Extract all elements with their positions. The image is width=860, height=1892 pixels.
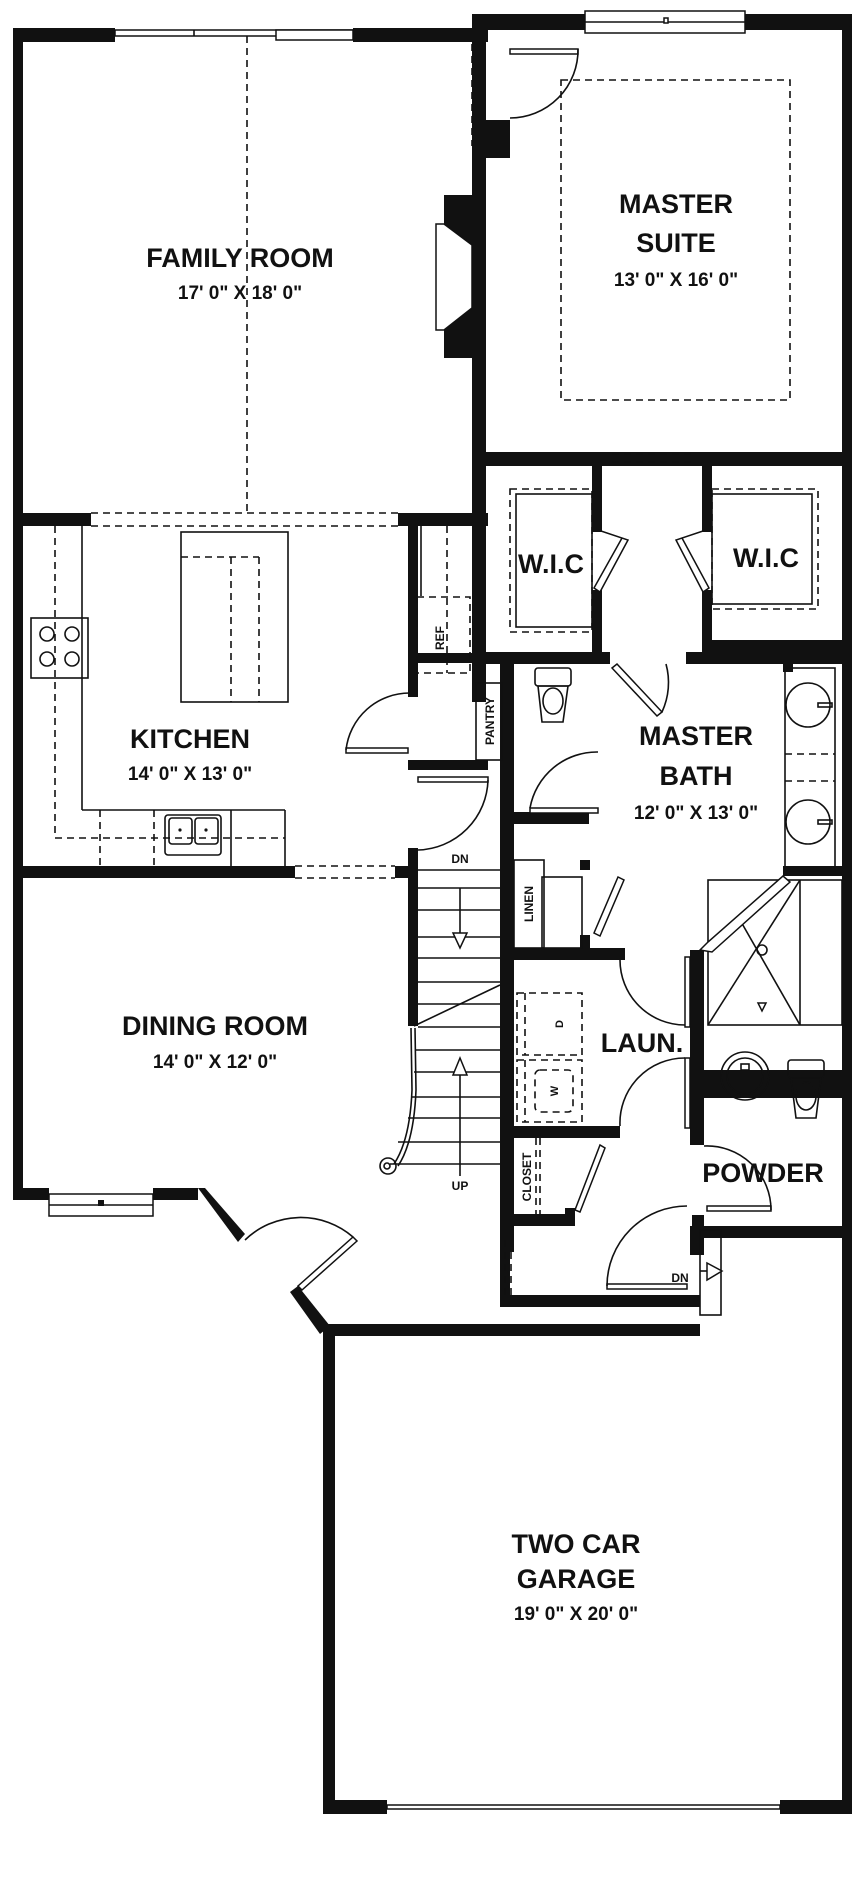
stairs-down-label: DN <box>451 852 468 866</box>
master-bath-label-line1: MASTER <box>639 721 753 751</box>
doors <box>244 48 772 1292</box>
garage-step-down-label: DN <box>671 1271 688 1285</box>
master-suite-label-line1: MASTER <box>619 189 733 219</box>
ref-label: REF <box>433 626 447 650</box>
fixture-labels: REF PANTRY LINEN CLOSET D W DN UP DN <box>433 626 689 1285</box>
wic-left-label: W.I.C <box>518 549 584 579</box>
powder-label: POWDER <box>702 1158 824 1188</box>
wic-right-label: W.I.C <box>733 543 799 573</box>
kitchen-fixtures <box>30 526 471 866</box>
washer-label: W <box>549 1085 561 1096</box>
dryer-label: D <box>554 1020 566 1028</box>
kitchen-label: KITCHEN <box>130 724 250 754</box>
pantry-label: PANTRY <box>483 697 497 745</box>
walls <box>13 14 852 1814</box>
bath-fixtures <box>513 667 843 1316</box>
garage-label-line1: TWO CAR <box>512 1529 641 1559</box>
master-suite-dimensions: 13' 0" X 16' 0" <box>614 270 738 291</box>
garage-label-line2: GARAGE <box>517 1564 636 1594</box>
laundry-label: LAUN. <box>601 1028 684 1058</box>
family-room-label: FAMILY ROOM <box>146 243 334 273</box>
closet-shelves <box>509 488 819 633</box>
dining-room-label: DINING ROOM <box>122 1011 308 1041</box>
kitchen-dimensions: 14' 0" X 13' 0" <box>128 764 252 785</box>
master-suite-label-line2: SUITE <box>636 228 716 258</box>
dashed-lines <box>91 36 791 1295</box>
stairs-up-label: UP <box>452 1179 469 1193</box>
room-labels: FAMILY ROOM 17' 0" X 18' 0" MASTER SUITE… <box>122 189 824 1625</box>
garage-dimensions: 19' 0" X 20' 0" <box>514 1604 638 1625</box>
master-bath-label-line2: BATH <box>660 761 733 791</box>
linen-label: LINEN <box>522 886 536 922</box>
dining-room-dimensions: 14' 0" X 12' 0" <box>153 1052 277 1073</box>
master-bath-dimensions: 12' 0" X 13' 0" <box>634 803 758 824</box>
windows <box>48 10 781 1810</box>
stairs <box>379 869 501 1176</box>
family-room-dimensions: 17' 0" X 18' 0" <box>178 283 302 304</box>
closet-label: CLOSET <box>520 1152 534 1201</box>
